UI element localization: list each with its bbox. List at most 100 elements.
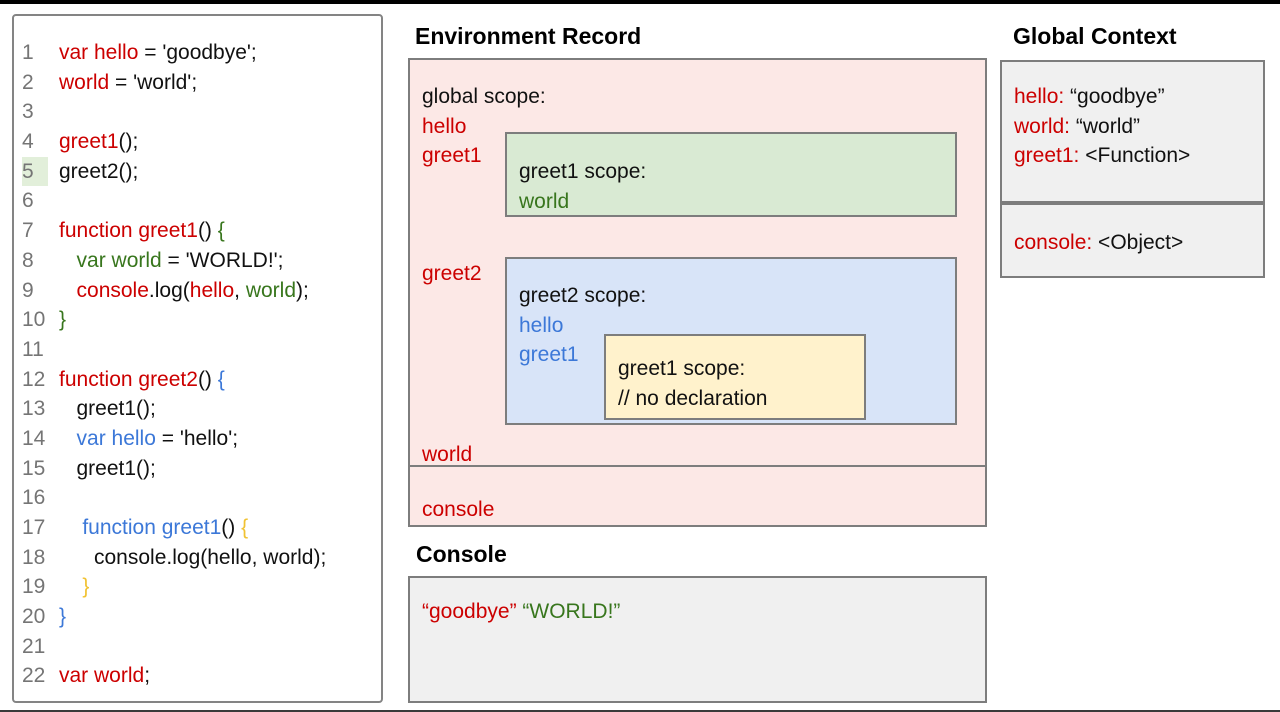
line-number: 8 [22,248,34,272]
code-line: 6 [14,186,381,216]
token: { [217,367,225,391]
code-text: greet1(); [59,454,156,484]
var-hello: hello [519,313,564,337]
greet2-scope-box: greet2 scope: hello greet1 greet1 scope:… [505,257,957,425]
line-number: 21 [22,634,46,658]
code-text: var world; [59,661,150,691]
code-line: 8 var world = 'WORLD!'; [14,246,381,276]
binding-row: console: <Object> [1014,231,1184,254]
code-text: } [59,572,89,602]
var-hello: hello [422,114,467,138]
binding-row: greet1: <Function> [1014,144,1191,167]
environment-record-title: Environment Record [415,23,642,49]
greet1-scope-label: greet1 scope: [519,160,647,183]
token: } [59,308,67,332]
line-number: 3 [22,100,34,124]
token: , [234,278,246,302]
code-text: console.log(hello, world); [59,543,326,573]
code-text: } [59,602,66,632]
code-text: greet1(); [59,127,138,157]
code-line: 10} [14,305,381,335]
global-scope-box: global scope: hello greet1 greet1 scope:… [408,58,987,467]
var-console: console [422,498,495,521]
code-text: console.log(hello, world); [59,276,309,306]
code-line: 19 } [14,572,381,602]
token: “goodbye” [422,600,517,623]
token: var hello [76,426,156,450]
token: { [241,516,249,539]
binding-row: world: “world” [1014,114,1141,138]
token: function greet2 [59,367,198,391]
code-line: 17 function greet1() { [14,513,381,543]
line-number: 15 [22,456,46,480]
token [59,279,77,302]
code-line: 18 console.log(hello, world); [14,543,381,573]
token: = 'goodbye'; [138,41,257,64]
code-text: var hello = 'goodbye'; [59,38,257,68]
token: function greet1 [59,219,198,243]
code-line: 20} [14,602,381,632]
token: greet1 [59,130,119,154]
code-line: 14 var hello = 'hello'; [14,424,381,454]
token [59,575,82,598]
line-number: 13 [22,397,46,421]
token: = 'world'; [109,70,198,94]
global-scope-head: global scope: hello greet1 [410,60,985,171]
code-text: greet1(); [59,394,156,424]
line-number: 17 [22,516,46,539]
line-number: 14 [22,426,46,450]
line-number: 19 [22,575,46,599]
code-line: 3 [14,97,381,127]
top-edge-bar [0,0,1280,4]
token: world [59,70,110,94]
token: var world [59,664,145,688]
token: (); [118,130,139,154]
console-scope-row: console [408,465,987,527]
token: ; [144,664,151,688]
code-line: 11 [14,335,381,365]
code-line: 13 greet1(); [14,394,381,424]
token: = 'WORLD!'; [161,248,284,272]
console-output-line: “goodbye” “WORLD!” [422,597,973,627]
token: ); [296,278,309,302]
code-text: var hello = 'hello'; [59,424,239,454]
line-number: 6 [22,189,34,213]
code-line: 9 console.log(hello, world); [14,276,381,306]
line-number: 12 [22,367,46,391]
line-number: 11 [22,337,44,361]
var-greet1: greet1 [519,343,579,366]
var-world: world [422,443,473,466]
code-line: 7 function greet1() { [14,216,381,246]
code-line: 15 greet1(); [14,454,381,484]
bottom-edge-bar [0,710,1280,712]
code-text: function greet1() { [59,216,225,246]
line-number: 7 [22,219,34,243]
code-text: } [59,305,66,335]
nested-greet1-scope-box: greet1 scope: // no declaration [604,334,866,420]
var-world: world [519,189,570,213]
no-declaration-comment: // no declaration [618,386,768,410]
token: { [217,219,225,243]
code-text: world = 'world'; [59,68,197,98]
var-greet2: greet2 [422,262,482,285]
token: () [197,219,218,243]
token: “WORLD!” [522,600,621,623]
global-context-bindings: hello: “goodbye”world: “world”greet1: <F… [1014,82,1251,171]
code-line: 21 [14,632,381,662]
line-number: 22 [22,664,46,688]
greet1-scope-box: greet1 scope: world [505,132,957,217]
code-text: function greet1() { [59,513,248,543]
token: } [59,605,67,629]
token: var world [76,248,162,272]
token: function greet1 [82,516,222,539]
token [59,427,77,450]
greet1-scope-label: greet1 scope: [618,357,746,380]
code-line: 22 var world; [14,661,381,691]
